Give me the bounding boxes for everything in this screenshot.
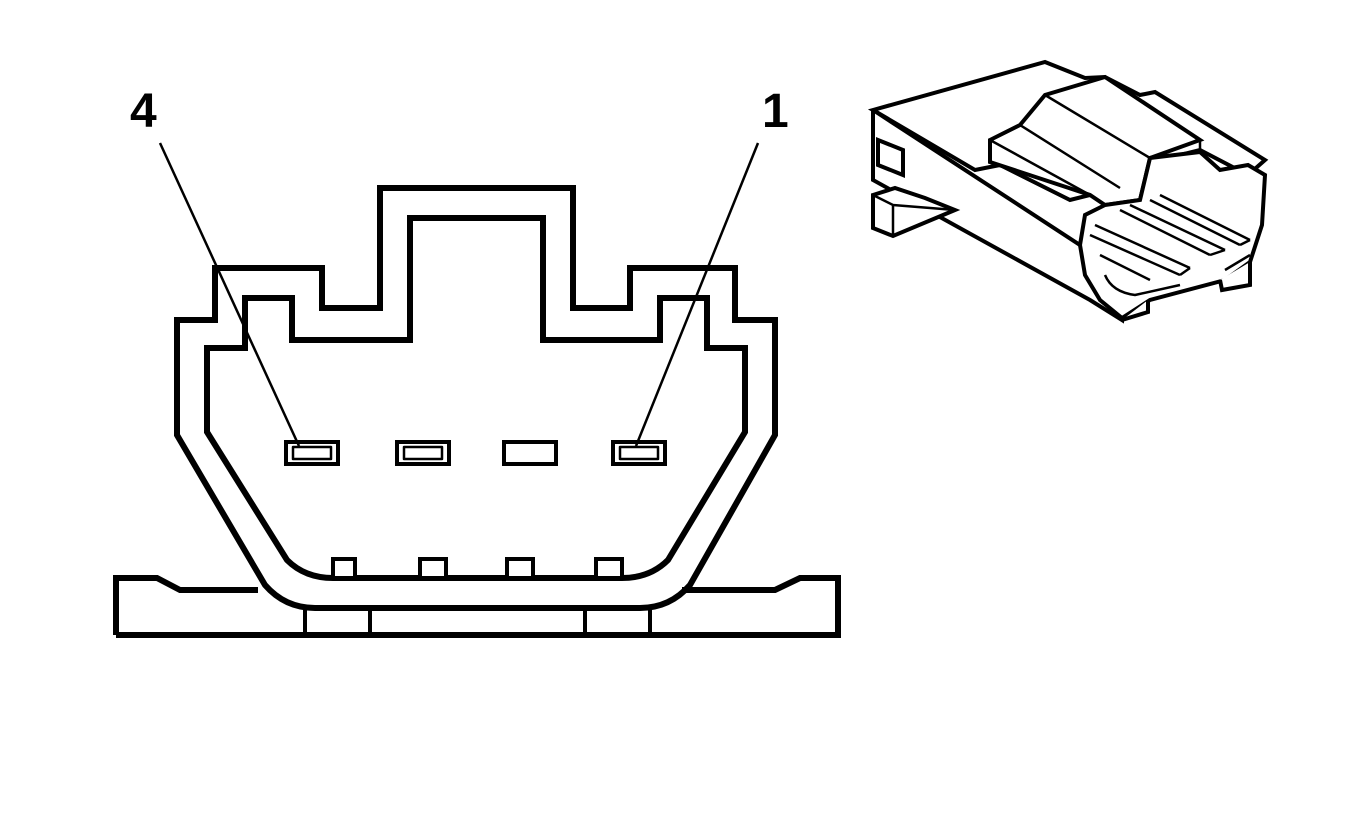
terminal-cavities bbox=[284, 440, 667, 466]
tooth bbox=[331, 557, 357, 580]
base-flange-inner-lines bbox=[303, 608, 652, 635]
terminal-cavity-2 bbox=[502, 440, 558, 466]
iso-center-ridge-lines bbox=[989, 93, 1202, 197]
connector-isometric-view bbox=[867, 59, 1269, 324]
tooth bbox=[418, 557, 448, 580]
terminal-cavity-3 bbox=[395, 440, 451, 466]
tooth bbox=[505, 557, 535, 580]
terminal-cavity-1 bbox=[611, 440, 667, 466]
iso-bottom-feet bbox=[1121, 262, 1252, 322]
tooth bbox=[594, 557, 624, 580]
iso-latch-upper bbox=[876, 137, 905, 178]
connector-front-view: 4 1 bbox=[113, 85, 841, 638]
alignment-teeth bbox=[331, 557, 624, 580]
housing-inner-outline bbox=[204, 215, 748, 581]
leader-line-pin-1 bbox=[634, 142, 760, 447]
terminal-cavity-4 bbox=[284, 440, 340, 466]
iso-latch-lower-detail bbox=[872, 193, 956, 236]
pin-label-1: 1 bbox=[762, 85, 789, 138]
housing-outer-outline bbox=[174, 185, 778, 611]
base-flange bbox=[113, 575, 841, 638]
iso-inner-rails bbox=[1089, 193, 1251, 297]
pin-label-4: 4 bbox=[130, 85, 157, 138]
leader-line-pin-4 bbox=[158, 142, 301, 447]
